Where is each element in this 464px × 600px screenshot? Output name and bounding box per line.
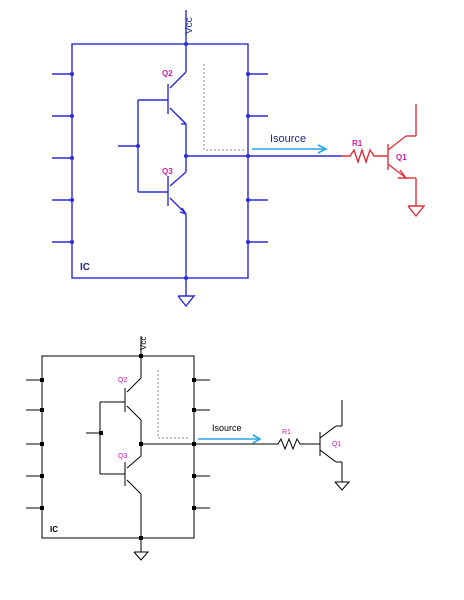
resistor-r1-top bbox=[342, 147, 388, 165]
ic-outline-top bbox=[71, 43, 249, 279]
transistor-q3-top bbox=[167, 156, 187, 278]
ic-left-pins-bottom bbox=[26, 379, 42, 509]
ic-outline-bottom bbox=[41, 355, 195, 539]
r1-label-bottom: R1 bbox=[282, 429, 291, 436]
schematic-bottom-group: Vcc bbox=[26, 336, 351, 561]
isource-label-bottom: Isource bbox=[212, 423, 242, 433]
vcc-label-bottom: Vcc bbox=[139, 337, 148, 350]
ground-symbol-q1-top bbox=[407, 205, 426, 218]
ic-label-top: IC bbox=[80, 262, 90, 273]
ic-label-bottom: IC bbox=[50, 525, 58, 534]
ic-left-pins-top bbox=[52, 72, 74, 244]
q1-label-bottom: Q1 bbox=[332, 441, 341, 448]
q2-label-bottom: Q2 bbox=[118, 377, 127, 384]
ic-right-pins-top bbox=[246, 72, 268, 244]
ground-symbol-q1-bottom bbox=[334, 481, 351, 491]
q2-label-top: Q2 bbox=[162, 69, 173, 78]
transistor-q2-top bbox=[167, 44, 187, 156]
ground-symbol-ic-top bbox=[177, 295, 196, 308]
schematic-top-group: Vcc Q2 bbox=[52, 10, 426, 308]
q3-label-top: Q3 bbox=[162, 167, 173, 176]
q3-label-bottom: Q3 bbox=[118, 453, 127, 460]
ic-right-pins-bottom bbox=[194, 379, 210, 509]
transistor-q1-bottom bbox=[318, 400, 351, 491]
transistor-q2-bottom bbox=[124, 356, 142, 444]
isource-label-top: Isource bbox=[270, 133, 306, 145]
vcc-label-top: Vcc bbox=[184, 17, 195, 34]
q1-label-top: Q1 bbox=[396, 153, 407, 162]
resistor-r1-bottom bbox=[270, 437, 318, 451]
ground-symbol-ic-bottom bbox=[133, 551, 150, 561]
r1-label-top: R1 bbox=[352, 139, 363, 148]
transistor-q1-top bbox=[387, 104, 426, 218]
transistor-q3-bottom bbox=[124, 444, 142, 538]
